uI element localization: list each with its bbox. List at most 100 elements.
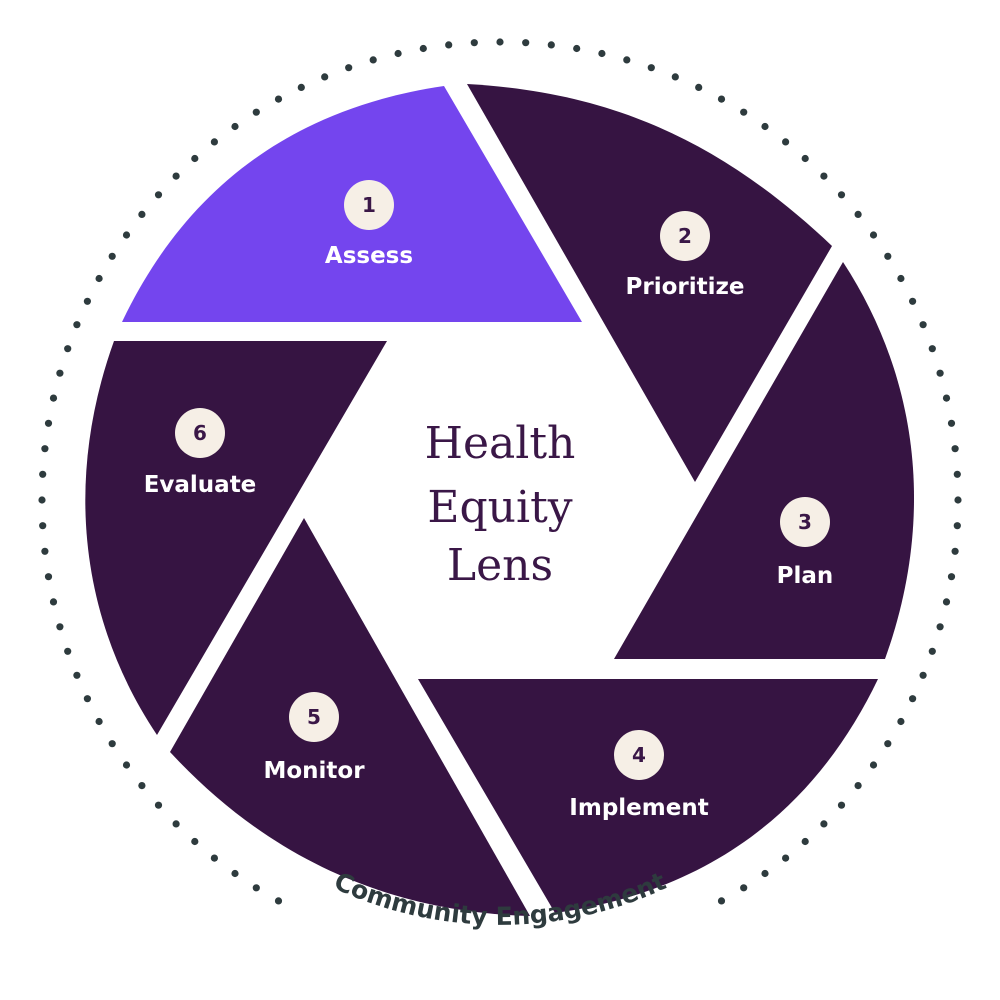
step-number-badge (660, 211, 710, 261)
ring-dot (801, 154, 809, 163)
step-number-badge (289, 692, 339, 742)
step-number: 4 (632, 743, 646, 767)
ring-dot (522, 39, 530, 47)
segment-evaluate[interactable] (85, 341, 387, 735)
step-implement: 4 Implement (569, 730, 709, 821)
ring-dot (108, 740, 116, 748)
ring-dot (953, 522, 961, 530)
ring-dot (919, 671, 927, 679)
ring-dot (274, 897, 283, 905)
center-title-line-1: Health (425, 418, 576, 469)
step-label: Assess (325, 243, 413, 269)
ring-dot (95, 274, 103, 283)
step-number-badge (344, 180, 394, 230)
ring-dot (884, 252, 892, 260)
ring-dot (740, 884, 748, 892)
ring-dot (947, 419, 956, 427)
ring-dot (154, 191, 163, 199)
ring-dot (854, 782, 862, 790)
ring-dot (108, 252, 116, 260)
ring-dot (936, 369, 944, 377)
ring-dot (951, 547, 959, 555)
segment-implement[interactable] (418, 679, 878, 913)
step-label: Prioritize (626, 274, 745, 300)
ring-dot (56, 369, 64, 377)
ring-dot (172, 172, 180, 180)
ring-dot (496, 38, 504, 46)
ring-dot (717, 95, 726, 103)
ring-dot (942, 394, 951, 402)
dotted-ring (38, 38, 962, 905)
step-prioritize: 2 Prioritize (626, 211, 745, 300)
ring-dot (470, 39, 478, 47)
step-monitor: 5 Monitor (263, 692, 365, 784)
ring-dot (869, 231, 878, 239)
ring-dot (782, 138, 790, 146)
step-plan: 3 Plan (777, 497, 833, 589)
ring-dot (761, 869, 769, 878)
segment-prioritize[interactable] (467, 84, 832, 482)
ring-dot (647, 64, 655, 72)
ring-dot (210, 138, 218, 146)
ring-dot (73, 671, 81, 679)
ring-dot (49, 394, 58, 402)
ring-dot (801, 837, 809, 846)
ring-dot (445, 41, 453, 49)
segment-plan[interactable] (614, 262, 915, 659)
ring-dot (854, 210, 862, 218)
ring-dot (56, 623, 64, 631)
step-assess: 1 Assess (325, 180, 413, 269)
ring-dot (138, 210, 146, 218)
ring-dot (252, 884, 260, 892)
ring-dot (191, 837, 199, 846)
ring-dot (64, 647, 72, 655)
ring-dot (39, 470, 47, 478)
step-number-badge (175, 408, 225, 458)
ring-dot (122, 761, 131, 769)
ring-dot (49, 598, 58, 606)
ring-dot (837, 801, 846, 809)
center-title-line-2: Equity (427, 482, 572, 533)
ring-dot (695, 83, 703, 91)
ring-dot (919, 321, 927, 329)
ring-dot (191, 154, 199, 163)
ring-dot (837, 191, 846, 199)
ring-dot (897, 274, 905, 283)
segment-monitor[interactable] (170, 518, 530, 916)
ring-dot (671, 73, 679, 81)
ring-dot (39, 522, 47, 530)
ring-dot (954, 496, 962, 504)
ring-dot (41, 445, 49, 453)
step-number: 3 (798, 510, 812, 534)
ring-dot (761, 122, 769, 131)
ring-dot (83, 297, 91, 305)
step-number: 6 (193, 421, 207, 445)
ring-dot (252, 108, 260, 116)
ring-dot (138, 782, 146, 790)
ring-dot (820, 820, 828, 828)
ring-dot (44, 573, 53, 581)
ring-dot (869, 761, 878, 769)
ring-dot (623, 56, 631, 64)
ring-dot (345, 64, 353, 72)
ring-dot (740, 108, 748, 116)
ring-dot (44, 419, 53, 427)
ring-dot (573, 44, 581, 53)
ring-dot (953, 470, 961, 478)
ring-dot (210, 854, 218, 862)
ring-dot (154, 801, 163, 809)
ring-dot (83, 695, 91, 703)
ring-dot (231, 869, 239, 878)
step-number: 5 (307, 705, 321, 729)
step-number-badge (780, 497, 830, 547)
ring-dot (951, 445, 959, 453)
ring-dot (95, 717, 103, 726)
ring-dot (897, 717, 905, 726)
ring-dot (936, 623, 944, 631)
step-evaluate: 6 Evaluate (144, 408, 256, 498)
ring-dot (909, 297, 917, 305)
ring-dot (122, 231, 131, 239)
ring-dot (884, 740, 892, 748)
ring-dot (64, 345, 72, 353)
step-number-badge (614, 730, 664, 780)
